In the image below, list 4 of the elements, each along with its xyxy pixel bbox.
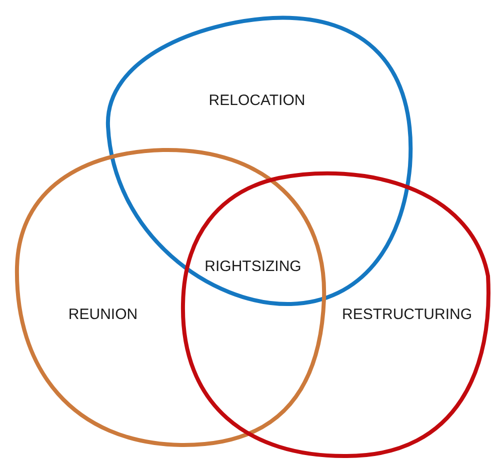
intersection-label: RIGHTSIZING bbox=[204, 256, 302, 277]
set-label: RELOCATION bbox=[208, 90, 306, 111]
set-label: REUNION bbox=[68, 304, 138, 325]
set-label: RESTRUCTURING bbox=[342, 304, 472, 325]
